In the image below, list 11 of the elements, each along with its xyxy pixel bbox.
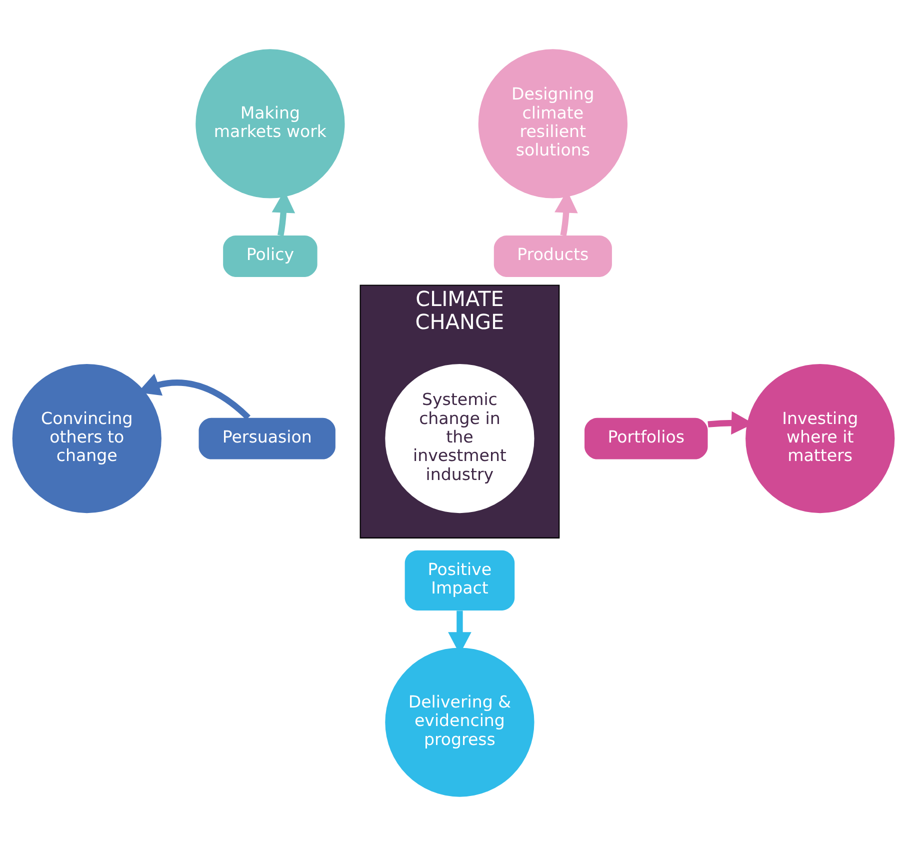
node-box: Products <box>494 235 612 276</box>
node-circle: Systemic change in the investment industry <box>385 363 534 513</box>
node-circle: Convincing others to change <box>12 363 162 513</box>
node-box: Portfolios <box>584 417 708 459</box>
node-circle: Making markets work <box>196 48 345 198</box>
node-circle: Delivering & evidencing progress <box>385 647 534 796</box>
node-box: Policy <box>223 235 318 276</box>
node-box: Persuasion <box>198 417 336 459</box>
node-circle: Designing climate resilient solutions <box>478 48 628 198</box>
node-box: Positive Impact <box>404 550 515 610</box>
node-circle: Investing where it matters <box>746 363 895 513</box>
